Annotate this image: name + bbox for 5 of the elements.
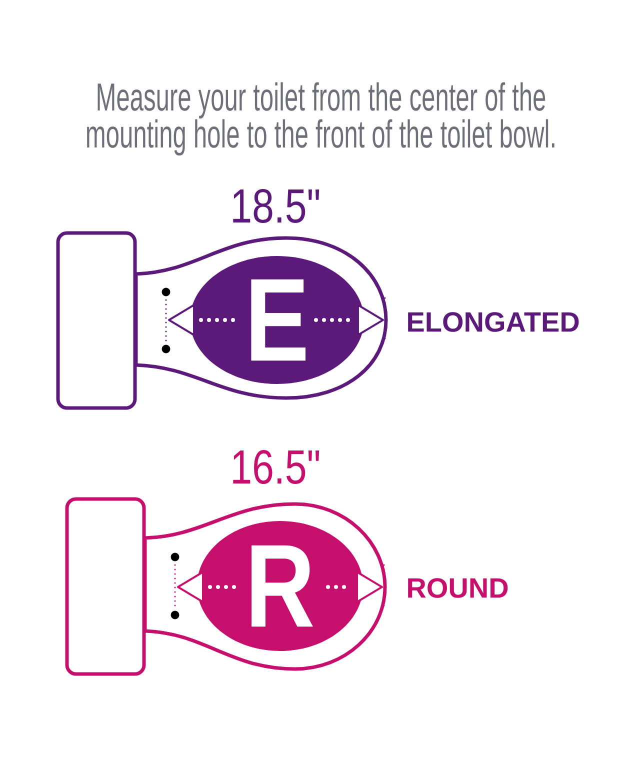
shape-label: ROUND bbox=[408, 578, 508, 598]
title: Measure your toilet from the center of the mounting hole to the front of the toilet bowl. bbox=[87, 82, 554, 156]
dimension-value: 18.5" bbox=[233, 189, 320, 223]
shape-label: ELONGATED bbox=[408, 312, 579, 332]
dimension-value: 16.5" bbox=[233, 450, 320, 484]
